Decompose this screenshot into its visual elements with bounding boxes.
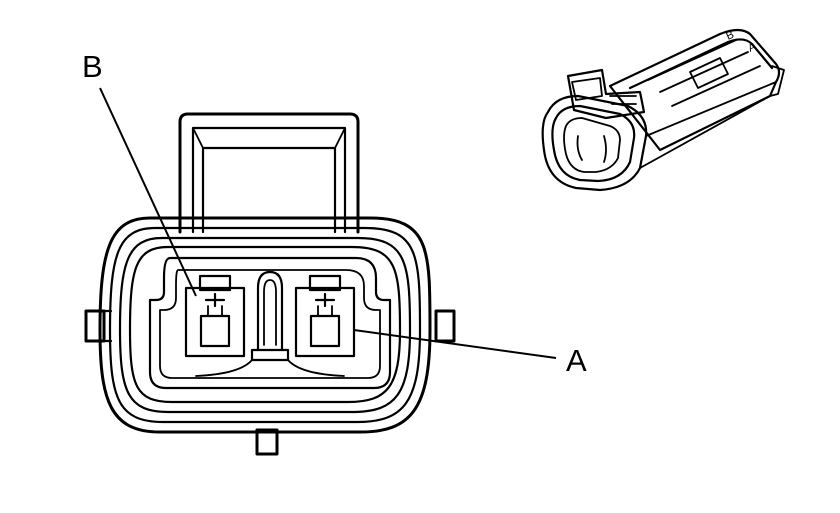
housing-outer-shell xyxy=(98,216,432,434)
locking-tab xyxy=(178,112,360,234)
bottom-key xyxy=(255,428,279,456)
callout-a: A xyxy=(353,329,587,378)
callout-b: B xyxy=(82,49,197,297)
center-divider xyxy=(195,270,345,377)
cavity-seal xyxy=(148,256,392,390)
callout-b-label: B xyxy=(82,49,103,84)
side-key-right xyxy=(434,309,456,343)
side-key-left xyxy=(84,309,113,343)
callout-b-leader-line xyxy=(99,87,197,297)
terminal-cavity-b xyxy=(184,274,246,358)
terminal-cavity-a xyxy=(294,274,356,358)
callout-a-label: A xyxy=(566,343,587,378)
connector-isometric-view: B A xyxy=(541,29,785,192)
callout-a-leader-line xyxy=(353,329,557,359)
terminal-mark-b: B xyxy=(724,29,736,43)
connector-face-view xyxy=(84,112,456,456)
